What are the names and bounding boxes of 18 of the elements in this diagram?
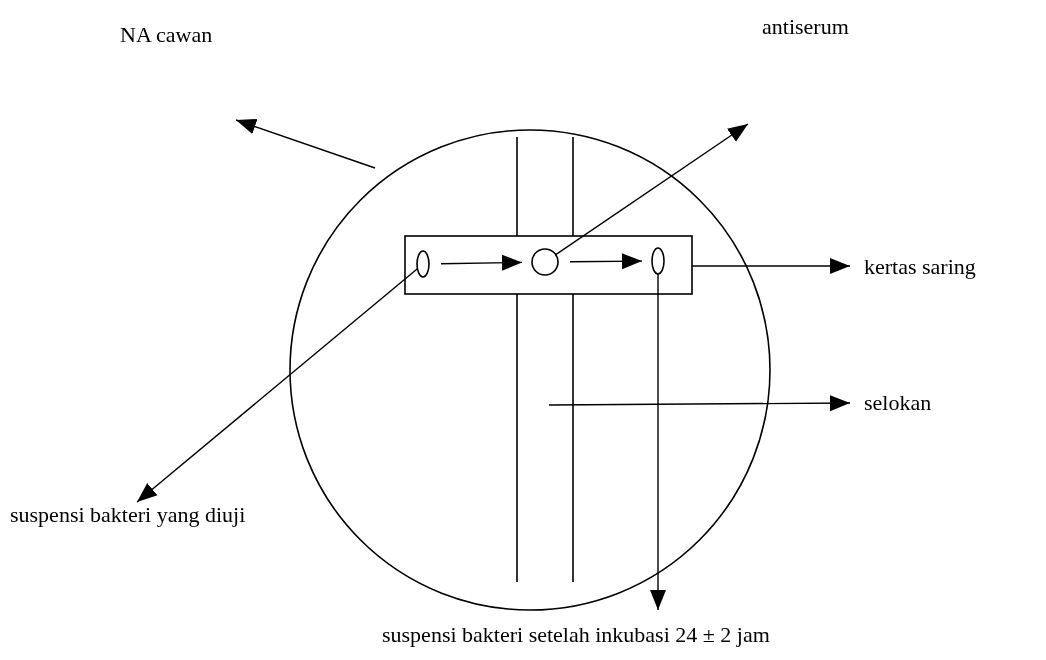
- leader-arrow: [691, 258, 851, 274]
- leader-arrow: [650, 273, 666, 611]
- part-label: suspensi bakteri yang diuji: [10, 502, 246, 528]
- leader-arrow: [235, 118, 376, 169]
- part-label: kertas saring: [864, 254, 976, 280]
- well: [531, 248, 559, 276]
- petri-dish: [289, 129, 771, 611]
- leader-arrow: [548, 395, 851, 412]
- part-label: NA cawan: [120, 22, 213, 48]
- agar-channel: [516, 136, 574, 583]
- filter-paper-strip: [404, 235, 693, 295]
- leader-arrow: [136, 268, 419, 503]
- part-label: suspensi bakteri setelah inkubasi 24 ± 2 jam: [382, 622, 770, 648]
- leader-arrow: [555, 123, 749, 256]
- leader-arrow: [440, 254, 523, 271]
- part-label: antiserum: [762, 14, 849, 40]
- leader-arrow: [569, 253, 643, 270]
- part-label: selokan: [864, 390, 932, 416]
